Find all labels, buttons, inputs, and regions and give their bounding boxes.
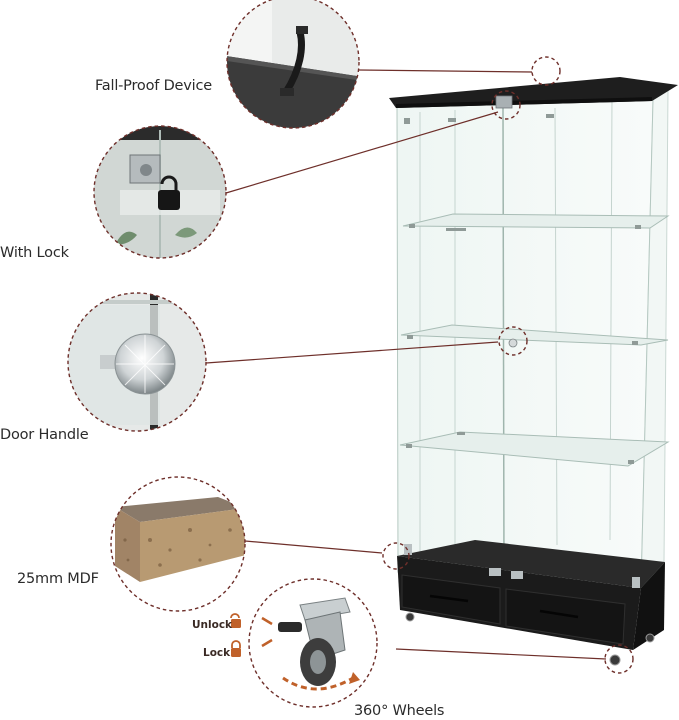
label-lock-tag: Lock — [203, 647, 231, 659]
detail-circle-lock — [93, 125, 227, 259]
display-cabinet — [389, 77, 678, 666]
detail-circle-handle — [67, 292, 207, 432]
label-wheels: 360° Wheels — [354, 703, 445, 719]
label-handle: Door Handle — [0, 427, 89, 443]
detail-circle-fall-proof — [226, 0, 360, 129]
ring-handle — [498, 326, 528, 356]
drawer-right — [505, 588, 626, 645]
label-lock: With Lock — [0, 245, 69, 261]
ring-wheel — [604, 644, 634, 674]
callout-lines — [205, 69, 607, 660]
lock-icon — [231, 640, 241, 657]
ring-lock — [491, 90, 521, 120]
ring-mdf — [382, 542, 410, 570]
detail-circle-wheels — [248, 578, 378, 708]
cabinet-shelves — [399, 213, 670, 467]
cabinet-handle — [508, 338, 518, 348]
cabinet-base-top — [397, 540, 665, 588]
label-fall-proof: Fall-Proof Device — [95, 78, 212, 94]
ring-fall-proof — [531, 56, 561, 86]
label-mdf: 25mm MDF — [17, 571, 99, 587]
door-split — [502, 107, 505, 577]
unlock-icon — [230, 613, 241, 628]
cabinet-base-side — [633, 562, 665, 650]
target-rings — [382, 56, 634, 674]
shelf-clips — [404, 92, 641, 464]
cabinet-wheels — [405, 612, 655, 666]
top-lock — [495, 95, 513, 109]
detail-circle-mdf — [110, 476, 246, 612]
label-unlock-tag: Unlock — [192, 619, 233, 631]
